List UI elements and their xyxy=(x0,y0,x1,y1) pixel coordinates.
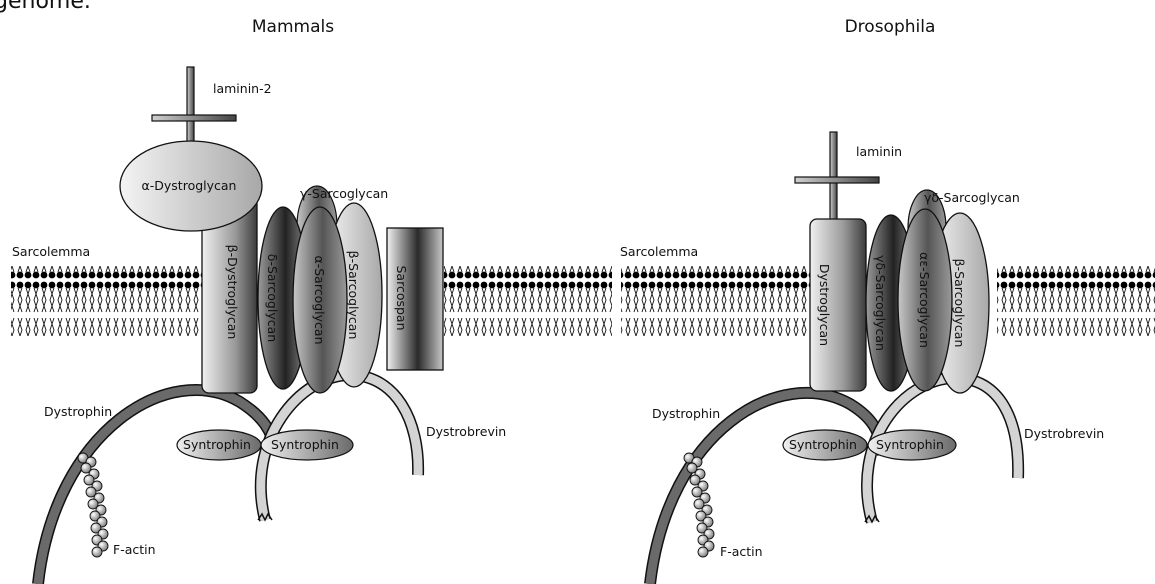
dystroglycan: Dystroglycan xyxy=(810,219,866,391)
svg-text:Syntrophin: Syntrophin xyxy=(183,437,251,452)
membrane-left-segment xyxy=(11,266,206,336)
dystrophin-label: Dystrophin xyxy=(652,406,720,421)
laminin-label: laminin xyxy=(856,144,902,159)
dystrophin-arc xyxy=(38,390,276,584)
f-actin-label: F-actin xyxy=(720,544,763,559)
syntrophin-1: Syntrophin xyxy=(177,430,261,460)
membrane-left-segment xyxy=(621,266,811,336)
svg-text:β-Sarcoglycan: β-Sarcoglycan xyxy=(346,251,361,340)
sarcolemma-label: Sarcolemma xyxy=(620,244,698,259)
gamma-delta-sarcoglycan-top-label: γδ-Sarcoglycan xyxy=(924,190,1020,205)
membrane-right-segment xyxy=(444,266,612,336)
svg-text:β-Sarcoglycan: β-Sarcoglycan xyxy=(952,259,967,348)
svg-text:Dystroglycan: Dystroglycan xyxy=(817,264,832,346)
drosophila-panel: Drosophila Sarcolemma laminin Dystrophin… xyxy=(620,17,1155,584)
dystrobrevin-label: Dystrobrevin xyxy=(1024,426,1104,441)
alpha-sarcoglycan: α-Sarcoglycan xyxy=(293,207,347,393)
sarcolemma-label: Sarcolemma xyxy=(12,244,90,259)
syntrophin-2: Syntrophin xyxy=(261,430,353,460)
svg-text:δ-Sarcoglycan: δ-Sarcoglycan xyxy=(265,254,280,342)
svg-text:β-Dystroglycan: β-Dystroglycan xyxy=(225,245,240,340)
f-actin-label: F-actin xyxy=(113,542,156,557)
cropped-header-text: genome. xyxy=(0,0,91,14)
svg-text:α-Dystroglycan: α-Dystroglycan xyxy=(142,178,237,193)
alpha-dystroglycan: α-Dystroglycan xyxy=(120,141,262,231)
dystrophin-arc xyxy=(650,393,883,584)
dystrobrevin-label: Dystrobrevin xyxy=(426,424,506,439)
dystrophin-label: Dystrophin xyxy=(44,404,112,419)
laminin-label: laminin-2 xyxy=(213,81,272,96)
alpha-epsilon-sarcoglycan: αε-Sarcoglycan xyxy=(898,209,952,391)
f-actin-beads xyxy=(78,453,108,557)
svg-text:Syntrophin: Syntrophin xyxy=(271,437,339,452)
svg-text:α-Sarcoglycan: α-Sarcoglycan xyxy=(312,256,327,345)
svg-text:Sarcospan: Sarcospan xyxy=(394,265,409,330)
svg-text:γδ-Sarcoglycan: γδ-Sarcoglycan xyxy=(873,255,888,351)
f-actin-beads xyxy=(684,453,714,557)
svg-text:αε-Sarcoglycan: αε-Sarcoglycan xyxy=(917,252,932,348)
syntrophin-2: Syntrophin xyxy=(868,430,956,460)
drosophila-title: Drosophila xyxy=(845,17,936,37)
mammals-title: Mammals xyxy=(252,17,334,37)
mammals-panel: Mammals Sarcolemma laminin-2 Dystrophin … xyxy=(11,17,612,584)
membrane-right-segment xyxy=(997,266,1155,336)
syntrophin-1: Syntrophin xyxy=(783,430,867,460)
gamma-sarcoglycan-label: γ-Sarcoglycan xyxy=(300,186,388,201)
svg-text:Syntrophin: Syntrophin xyxy=(876,437,944,452)
sarcospan: Sarcospan xyxy=(387,228,443,370)
svg-text:Syntrophin: Syntrophin xyxy=(789,437,857,452)
